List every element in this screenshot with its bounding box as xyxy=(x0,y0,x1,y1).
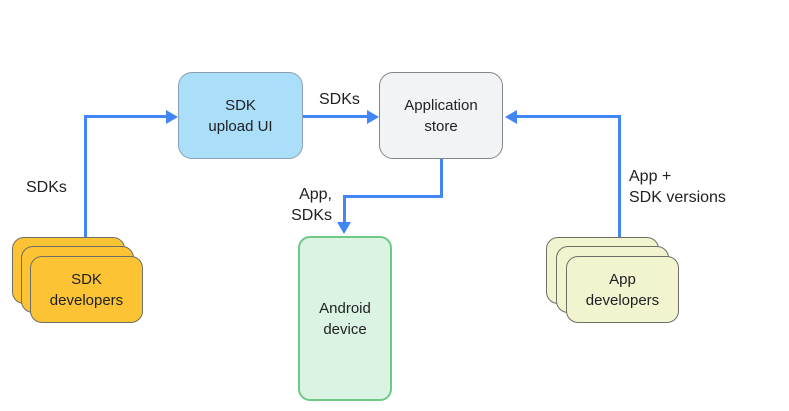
edge-store-to-android-horizontal xyxy=(343,195,443,198)
app-developers-card-front: App developers xyxy=(566,256,679,323)
edge-appdevs-to-store-vertical xyxy=(618,115,621,237)
node-android-device: Android device xyxy=(298,236,392,401)
arrowhead-into-store-left-icon xyxy=(367,110,379,124)
sdk-developers-card-front: SDK developers xyxy=(30,256,143,323)
arrowhead-into-store-right-icon xyxy=(505,110,517,124)
node-sdk-upload-ui: SDK upload UI xyxy=(178,72,303,159)
edge-sdkdevs-to-uploadui-horizontal xyxy=(84,115,168,118)
arrowhead-into-uploadui-icon xyxy=(166,110,178,124)
edge-uploadui-to-store-horizontal xyxy=(303,115,369,118)
arrowhead-into-android-icon xyxy=(337,222,351,234)
node-application-store: Application store xyxy=(379,72,503,159)
edge-label-sdks-left: SDKs xyxy=(26,179,67,196)
edge-label-sdks-top: SDKs xyxy=(319,91,360,108)
edge-store-to-android-vertical2 xyxy=(343,195,346,224)
edge-label-app-sdk-versions: App + SDK versions xyxy=(629,168,726,206)
edge-appdevs-to-store-horizontal xyxy=(515,115,621,118)
edge-store-to-android-vertical1 xyxy=(440,159,443,198)
edge-sdkdevs-to-uploadui-vertical xyxy=(84,117,87,237)
edge-label-app-sdks: App, SDKs xyxy=(291,186,332,224)
